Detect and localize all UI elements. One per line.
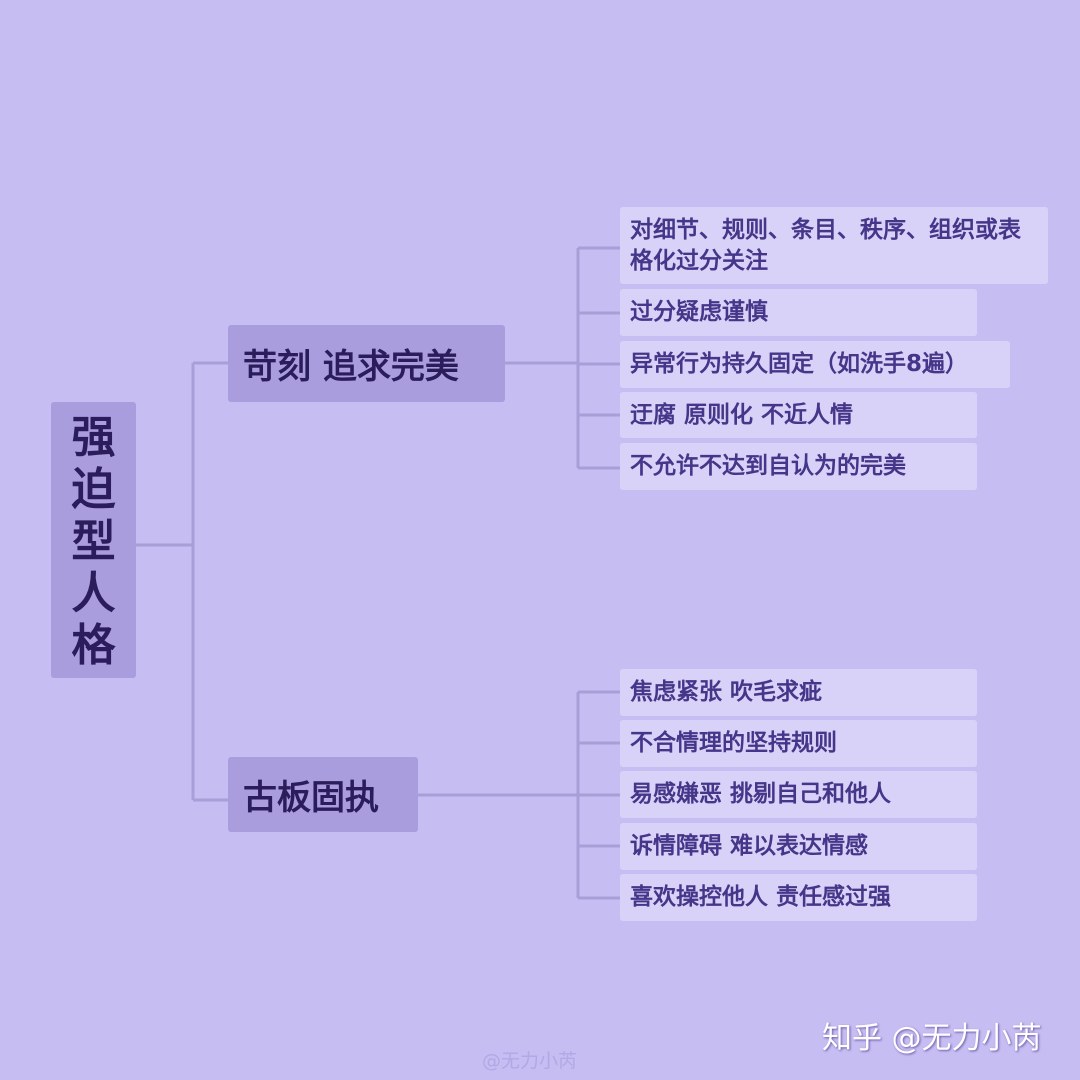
- leaf-node: 对细节、规则、条目、秩序、组织或表格化过分关注: [620, 207, 1048, 284]
- root-label: 强迫型人格: [71, 412, 116, 671]
- connector-branch-1: [505, 246, 620, 470]
- brand-watermark: 知乎 @无力小芮: [822, 1021, 1042, 1056]
- leaf-node: 异常行为持久固定（如洗手8遍）: [620, 341, 1010, 388]
- leaf-node: 迂腐 原则化 不近人情: [620, 392, 977, 438]
- branch-node-perfectionism: 苛刻 追求完美: [228, 325, 505, 402]
- leaf-node: 焦虑紧张 吹毛求疵: [620, 669, 977, 716]
- leaf-node: 易感嫌恶 挑剔自己和他人: [620, 771, 977, 818]
- handle-watermark: @无力小芮: [482, 1050, 578, 1072]
- leaf-node: 不允许不达到自认为的完美: [620, 443, 977, 490]
- branch-node-rigidity: 古板固执: [228, 757, 418, 832]
- leaf-node: 喜欢操控他人 责任感过强: [620, 874, 977, 921]
- leaf-node: 过分疑虑谨慎: [620, 289, 977, 336]
- connector-root: [136, 361, 228, 802]
- leaf-node: 诉情障碍 难以表达情感: [620, 823, 977, 870]
- root-node: 强迫型人格: [51, 402, 136, 678]
- leaf-node: 不合情理的坚持规则: [620, 720, 977, 767]
- connector-branch-2: [418, 690, 620, 900]
